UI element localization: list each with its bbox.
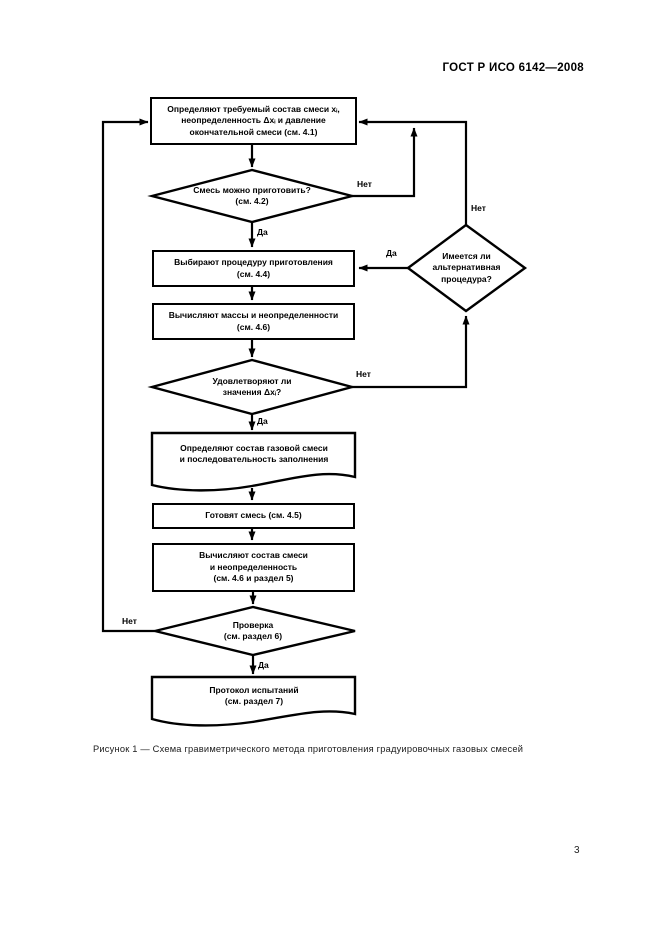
connector-verification-no-feedback — [101, 118, 155, 633]
box-text-line: Выбирают процедуру приготовления — [174, 257, 333, 267]
diamond-text-line: (см. 4.2) — [235, 196, 269, 206]
flow-box-calc-composition: Вычисляют состав смеси и неопределенност… — [152, 543, 355, 592]
box-text-line: Вычисляют состав смеси — [199, 550, 308, 561]
box-text-line: неопределенность Δxᵢ и давление — [181, 115, 326, 126]
flow-box-define-composition: Определяют требуемый состав смеси xᵢ, не… — [150, 97, 357, 145]
edge-label-no: Нет — [357, 179, 372, 189]
flow-box-calc-masses: Вычисляют массы и неопределенности (см. … — [152, 303, 355, 340]
box-gas-composition-shape — [150, 431, 357, 492]
diamond-text-line: Проверка — [232, 619, 274, 630]
diamond-text-line: Имеется ли — [442, 250, 491, 261]
box-text-line: и последовательность заполнения — [179, 454, 329, 464]
box-text-line: Определяют состав газовой смеси — [180, 442, 328, 453]
connector-alternative-no-feedback — [358, 118, 468, 225]
edge-label-yes: Да — [257, 227, 268, 237]
diamond-can-prepare-text: Смесь можно приготовить? (см. 4.2) — [172, 174, 332, 218]
box-text-line: и неопределенность — [209, 561, 298, 572]
diamond-uncertainty-text: Удовлетворяют ли значения Δxᵢ? — [172, 365, 332, 409]
diamond-alternative-text: Имеется ли альтернативная процедура? — [414, 240, 519, 296]
edge-label-yes: Да — [258, 660, 269, 670]
box-text-line: Вычисляют массы и неопределенности — [168, 310, 339, 320]
box-text-line: (см. 4.6 и раздел 5) — [213, 573, 294, 584]
connector-uncertainty-no — [352, 315, 470, 389]
edge-label-yes: Да — [386, 248, 397, 258]
edge-label-no: Нет — [122, 616, 137, 626]
document-header: ГОСТ Р ИСО 6142—2008 — [442, 62, 584, 74]
page-number: 3 — [574, 845, 580, 856]
diamond-text-line: (см. раздел 6) — [223, 631, 283, 641]
flow-box-report-text: Протокол испытаний (см. раздел 7) — [155, 682, 353, 710]
box-text-line: (см. раздел 7) — [224, 696, 284, 706]
edge-label-no: Нет — [356, 369, 371, 379]
flow-box-choose-procedure: Выбирают процедуру приготовления (см. 4.… — [152, 250, 355, 287]
box-text-line: Протокол испытаний — [209, 684, 299, 695]
box-text-line: Готовят смесь (см. 4.5) — [205, 510, 302, 521]
edge-label-yes: Да — [257, 416, 268, 426]
connector-can-prepare-no — [352, 127, 418, 198]
diamond-uncertainty-ok — [147, 358, 357, 416]
diamond-can-prepare — [147, 168, 357, 224]
diamond-text-line: значения Δxᵢ? — [222, 387, 282, 397]
diamond-text-line: Удовлетворяют ли — [212, 375, 292, 386]
box-report-shape — [150, 675, 357, 727]
box-text-line: (см. 4.4) — [236, 268, 271, 279]
diamond-alternative-procedure — [405, 223, 528, 313]
box-text-line: (см. 4.6) — [236, 321, 271, 332]
diamond-text-line: альтернативная — [432, 262, 501, 273]
box-text-line: Определяют требуемый состав смеси xᵢ, — [167, 103, 340, 114]
diamond-text-line: процедура? — [441, 273, 492, 284]
flow-box-prepare-mixture: Готовят смесь (см. 4.5) — [152, 503, 355, 529]
diamond-verification-text: Проверка (см. раздел 6) — [183, 609, 323, 653]
flow-box-gas-composition-text: Определяют состав газовой смеси и послед… — [155, 437, 353, 471]
figure-caption: Рисунок 1 — Схема гравиметрического мето… — [93, 744, 524, 754]
diamond-verification — [154, 605, 356, 657]
box-text-line: окончательной смеси (см. 4.1) — [189, 126, 318, 137]
edge-label-no: Нет — [471, 203, 486, 213]
diamond-text-line: Смесь можно приготовить? — [193, 184, 311, 195]
